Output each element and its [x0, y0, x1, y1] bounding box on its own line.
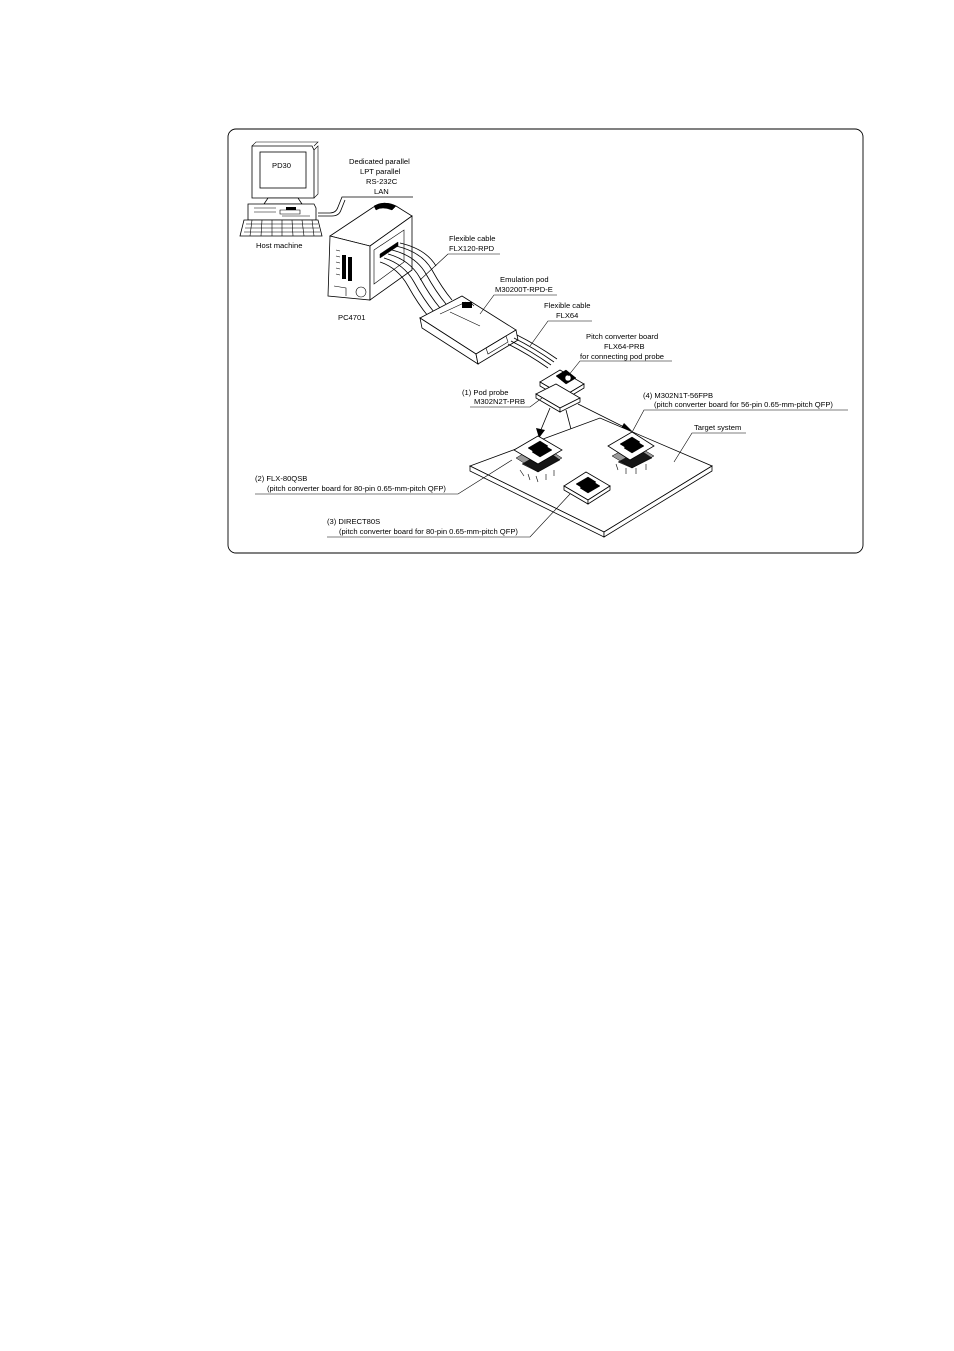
- pitch-board-leader: [567, 360, 672, 377]
- flex-cable-2-title: Flexible cable: [544, 301, 590, 310]
- flex-cable-1-model: FLX120-RPD: [449, 244, 495, 253]
- option-4-socket: [607, 431, 655, 474]
- pitch-board-title: Pitch converter board: [586, 332, 658, 341]
- emulation-pod-illustration: [419, 295, 519, 365]
- option-2-socket: [513, 435, 563, 483]
- option-2-leader: [255, 459, 513, 495]
- connection-type-4: LAN: [374, 187, 389, 196]
- option-3-socket: [563, 471, 611, 505]
- pitch-board-model: FLX64-PRB: [604, 342, 645, 351]
- option-4-desc: (pitch converter board for 56-pin 0.65-m…: [654, 400, 833, 409]
- option-4-leader: [629, 409, 848, 437]
- figure-frame: [227, 128, 864, 554]
- pc4701-illustration: [327, 202, 413, 301]
- option-3-desc: (pitch converter board for 80-pin 0.65-m…: [339, 527, 518, 536]
- pod-probe-title: (1) Pod probe: [462, 388, 508, 397]
- option-3-title: (3) DIRECT80S: [327, 517, 380, 526]
- connection-type-2: LPT parallel: [360, 167, 401, 176]
- pitch-converter-board-illustration: [535, 369, 585, 413]
- option-2-title: (2) FLX-80QSB: [255, 474, 307, 483]
- option-4-title: (4) M302N1T-56FPB: [643, 391, 713, 400]
- emulation-pod-leader: [479, 294, 557, 315]
- option-2-desc: (pitch converter board for 80-pin 0.65-m…: [267, 484, 446, 493]
- connection-type-3: RS-232C: [366, 177, 398, 186]
- host-machine-illustration: [239, 141, 413, 237]
- host-machine-label: Host machine: [256, 241, 302, 250]
- target-system-label: Target system: [694, 423, 741, 432]
- flex-cable-1-leader: [419, 253, 500, 281]
- pitch-board-desc: for connecting pod probe: [580, 352, 664, 361]
- monitor-screen-label: PD30: [272, 161, 291, 170]
- pod-probe-model: M302N2T-PRB: [474, 397, 525, 406]
- target-system-leader: [673, 432, 746, 463]
- pod-probe-leader: [470, 397, 543, 408]
- emulation-pod-model: M30200T-RPD-E: [495, 285, 553, 294]
- flexible-cable-1: [379, 242, 453, 317]
- flex-cable-2-model: FLX64: [556, 311, 578, 320]
- flexible-cable-2: [507, 334, 558, 369]
- emulation-pod-title: Emulation pod: [500, 275, 549, 284]
- pc4701-label: PC4701: [338, 313, 365, 322]
- flex-cable-1-title: Flexible cable: [449, 234, 495, 243]
- option-3-leader: [327, 493, 571, 538]
- flex-cable-2-leader: [529, 320, 592, 347]
- connection-type-1: Dedicated parallel: [349, 157, 410, 166]
